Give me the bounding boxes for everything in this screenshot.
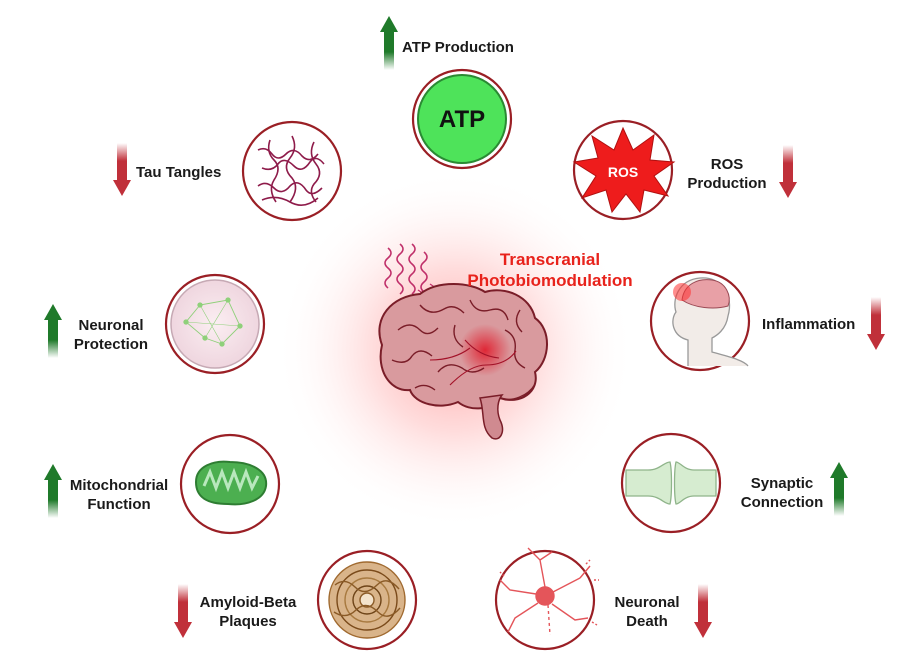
up-arrow-icon	[380, 16, 398, 70]
down-arrow-icon	[113, 143, 131, 196]
label-amyloid-beta: Amyloid-Beta Plaques	[187, 593, 309, 631]
label-neuronal-death-line2: Death	[626, 613, 668, 630]
down-arrow-icon	[779, 145, 797, 198]
label-mito-line2: Function	[87, 496, 151, 513]
label-atp-production: ATP Production	[402, 39, 514, 56]
tau-circle	[241, 120, 343, 222]
atp-icon	[417, 74, 507, 164]
down-arrow-icon	[694, 584, 712, 638]
amyloid-plaque-icon	[328, 561, 406, 639]
label-ros-production: ROS Production	[682, 155, 772, 193]
atp-icon-text: ATP	[439, 106, 485, 133]
neuron-culture-dish-icon	[170, 279, 260, 369]
label-neuronal-death: Neuronal Death	[604, 593, 690, 631]
synapse-icon	[625, 461, 717, 505]
label-ros-line1: ROS	[710, 156, 744, 173]
dying-neuron-icon	[499, 547, 599, 636]
up-arrow-icon	[830, 462, 848, 516]
label-amyloid-line2: Plaques	[219, 613, 277, 630]
up-arrow-icon	[44, 464, 62, 518]
down-arrow-icon	[174, 584, 192, 638]
label-tau-tangles: Tau Tangles	[136, 164, 222, 181]
up-arrow-icon	[44, 304, 62, 358]
label-ros-line2: Production	[687, 175, 767, 192]
tau-tangles-icon	[257, 135, 325, 206]
label-synaptic-line1: Synaptic	[750, 475, 814, 492]
brain-icon	[378, 283, 548, 440]
label-protection-line2: Protection	[73, 336, 149, 353]
center-title-line2: Photobiomodulation	[467, 271, 633, 290]
label-protection-line1: Neuronal	[78, 317, 144, 334]
light-waves-icon	[384, 243, 438, 297]
label-inflammation: Inflammation	[762, 316, 856, 333]
label-mito-line1: Mitochondrial	[69, 477, 169, 494]
label-synaptic-line2: Connection	[740, 494, 824, 511]
label-neuronal-protection: Neuronal Protection	[66, 316, 156, 354]
center-title-line1: Transcranial	[499, 250, 601, 269]
down-arrow-icon	[867, 297, 885, 350]
label-neuronal-death-line1: Neuronal	[614, 594, 680, 611]
ros-burst-icon	[572, 126, 676, 214]
head-inflammation-icon	[672, 277, 749, 367]
label-mitochondrial-function: Mitochondrial Function	[62, 476, 176, 514]
ros-icon-text: ROS	[608, 164, 638, 180]
mitochondria-icon	[194, 460, 268, 506]
label-amyloid-line1: Amyloid-Beta	[199, 594, 297, 611]
center-title: Transcranial Photobiomodulation	[455, 249, 645, 291]
label-synaptic-connection: Synaptic Connection	[733, 474, 831, 512]
